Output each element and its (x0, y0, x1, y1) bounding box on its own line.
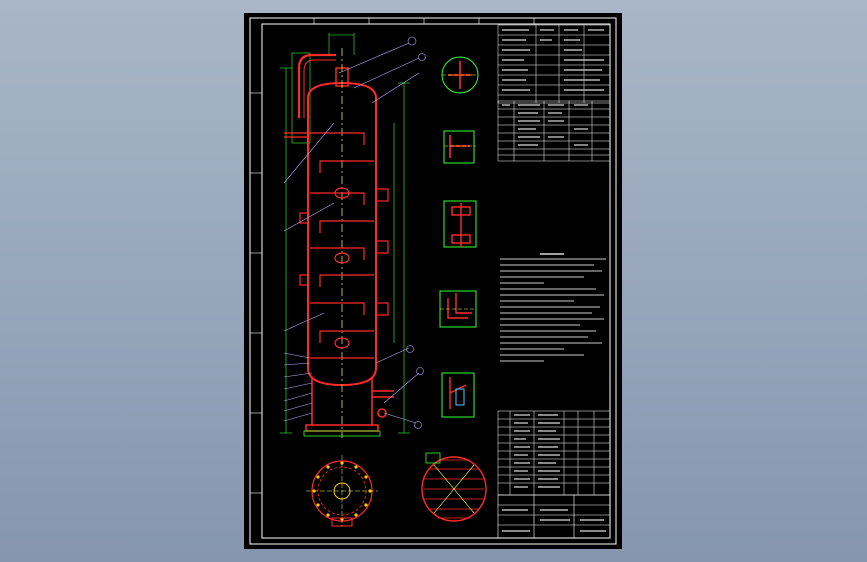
detail-section-b (443, 200, 477, 248)
technical-notes (500, 253, 606, 362)
drawing-svg (249, 17, 617, 545)
base-outline (303, 430, 381, 437)
leader-lines (283, 42, 420, 424)
parts-list (497, 410, 611, 496)
zone-ticks (250, 18, 535, 494)
table-text-marks (502, 29, 604, 146)
main-elevation (280, 33, 426, 438)
title-block-text-marks (502, 509, 606, 532)
vent-pipe (297, 53, 336, 118)
anchor-bolts (312, 461, 372, 521)
dimension-lines (280, 33, 410, 434)
trays (310, 132, 374, 359)
nozzle-table (497, 100, 611, 162)
outer-frame (249, 17, 617, 545)
detail-section-c (439, 290, 477, 328)
inner-frame (261, 23, 611, 539)
leader-balloons (406, 36, 426, 429)
detail-section-d (441, 372, 475, 418)
vent-pipe-outer (303, 59, 336, 118)
design-data-table (497, 24, 611, 104)
vessel-shell (307, 81, 377, 387)
skirt (305, 378, 394, 432)
drawing-sheet (244, 13, 622, 549)
detail-nozzle (441, 56, 479, 94)
manholes (284, 132, 389, 349)
title-block-column (497, 24, 611, 539)
plan-tray (421, 452, 487, 522)
plan-bottom (306, 455, 378, 527)
title-block (497, 494, 611, 539)
detail-section-a (443, 130, 476, 164)
detail-views (439, 56, 479, 418)
parts-list-text-marks (514, 414, 560, 488)
